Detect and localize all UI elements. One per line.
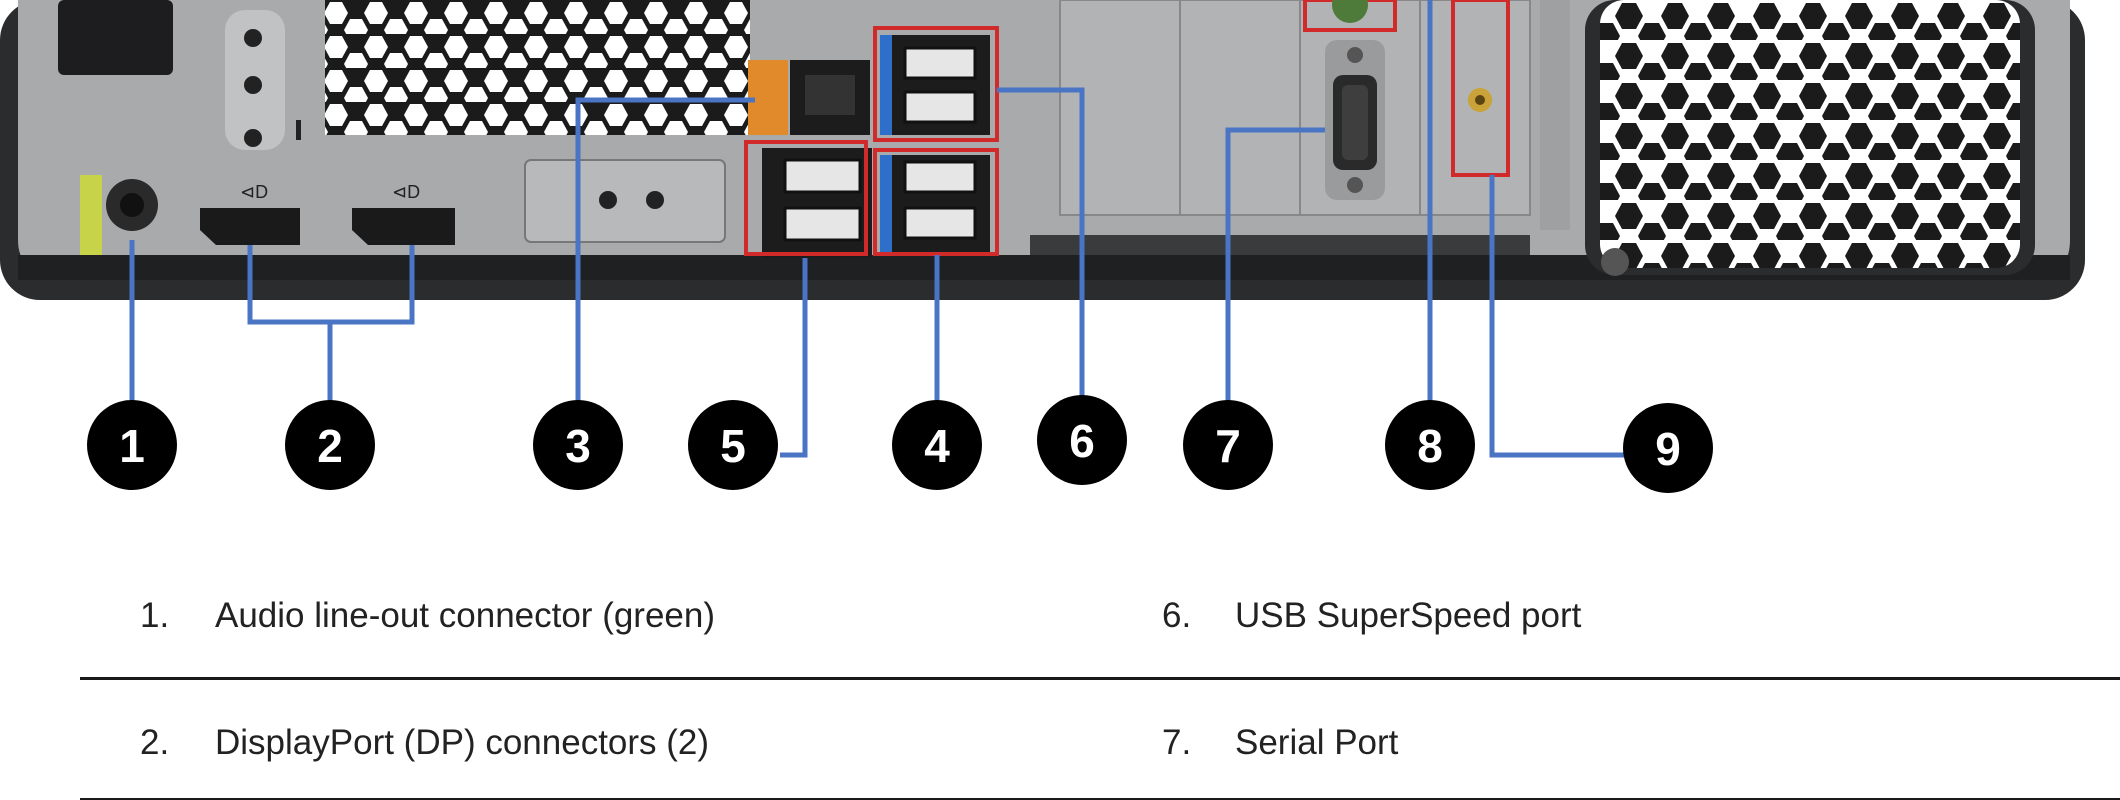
callout-5-label: 5 bbox=[720, 420, 746, 472]
callout-4-label: 4 bbox=[924, 420, 950, 472]
leader-line-7 bbox=[1225, 127, 1325, 420]
callout-2: 2 bbox=[285, 400, 375, 490]
callout-3: 3 bbox=[533, 400, 623, 490]
legend-item-7: 7. Serial Port bbox=[1100, 723, 2100, 773]
legend-text: Audio line-out connector (green) bbox=[215, 596, 716, 635]
legend-number: 6. bbox=[1162, 596, 1192, 635]
mounting-holes bbox=[225, 10, 301, 150]
callout-markers: 1 2 3 5 4 6 7 8 9 bbox=[87, 395, 1713, 493]
legend-number: 1. bbox=[140, 596, 170, 635]
leader-lines bbox=[129, 0, 1630, 458]
serial-port bbox=[1325, 40, 1385, 200]
usb-superspeed-pair-6 bbox=[873, 26, 999, 142]
blank-bracket bbox=[524, 159, 726, 243]
callout-4: 4 bbox=[892, 400, 982, 490]
svg-text:⊲D: ⊲D bbox=[392, 182, 420, 202]
vent-grille bbox=[325, 0, 750, 135]
callout-5: 5 bbox=[688, 400, 778, 490]
antenna-connector bbox=[1451, 0, 1510, 177]
displayport-connectors: ⊲D ⊲D bbox=[200, 182, 455, 245]
callout-8-label: 8 bbox=[1417, 420, 1443, 472]
rj45-port bbox=[748, 60, 870, 135]
ps2-connector bbox=[1303, 0, 1397, 32]
callout-3-label: 3 bbox=[565, 420, 591, 472]
leader-line-5 bbox=[780, 258, 808, 458]
usb-superspeed-pair-4 bbox=[873, 148, 999, 256]
callout-1: 1 bbox=[87, 400, 177, 490]
callout-9-label: 9 bbox=[1655, 423, 1681, 475]
legend-text: USB SuperSpeed port bbox=[1235, 596, 1582, 635]
power-connector bbox=[58, 0, 173, 75]
callout-8: 8 bbox=[1385, 400, 1475, 490]
divider-line bbox=[80, 677, 2120, 680]
usb-port-pair-5 bbox=[744, 140, 872, 258]
callout-7-label: 7 bbox=[1215, 420, 1241, 472]
legend-item-2: 2. DisplayPort (DP) connectors (2) bbox=[0, 723, 1100, 773]
callout-1-label: 1 bbox=[119, 420, 145, 472]
legend-number: 2. bbox=[140, 723, 170, 762]
leader-line-9 bbox=[1489, 175, 1630, 458]
legend-item-1: 1. Audio line-out connector (green) bbox=[0, 596, 1100, 646]
callout-9: 9 bbox=[1623, 403, 1713, 493]
legend-number: 7. bbox=[1162, 723, 1192, 762]
svg-text:⊲D: ⊲D bbox=[240, 182, 268, 202]
leader-line-3 bbox=[575, 97, 755, 420]
legend-text: DisplayPort (DP) connectors (2) bbox=[215, 723, 710, 762]
divider-line bbox=[80, 798, 2120, 800]
audio-line-out-jack bbox=[80, 175, 158, 255]
callout-6-label: 6 bbox=[1069, 415, 1095, 467]
callout-2-label: 2 bbox=[317, 420, 343, 472]
leader-line-6 bbox=[997, 87, 1085, 420]
legend-text: Serial Port bbox=[1235, 723, 1399, 762]
callout-6: 6 bbox=[1037, 395, 1127, 485]
fan-grille bbox=[1585, 0, 2035, 276]
callout-7: 7 bbox=[1183, 400, 1273, 490]
legend-item-6: 6. USB SuperSpeed port bbox=[1100, 596, 2100, 646]
expansion-slots bbox=[1059, 0, 1570, 230]
